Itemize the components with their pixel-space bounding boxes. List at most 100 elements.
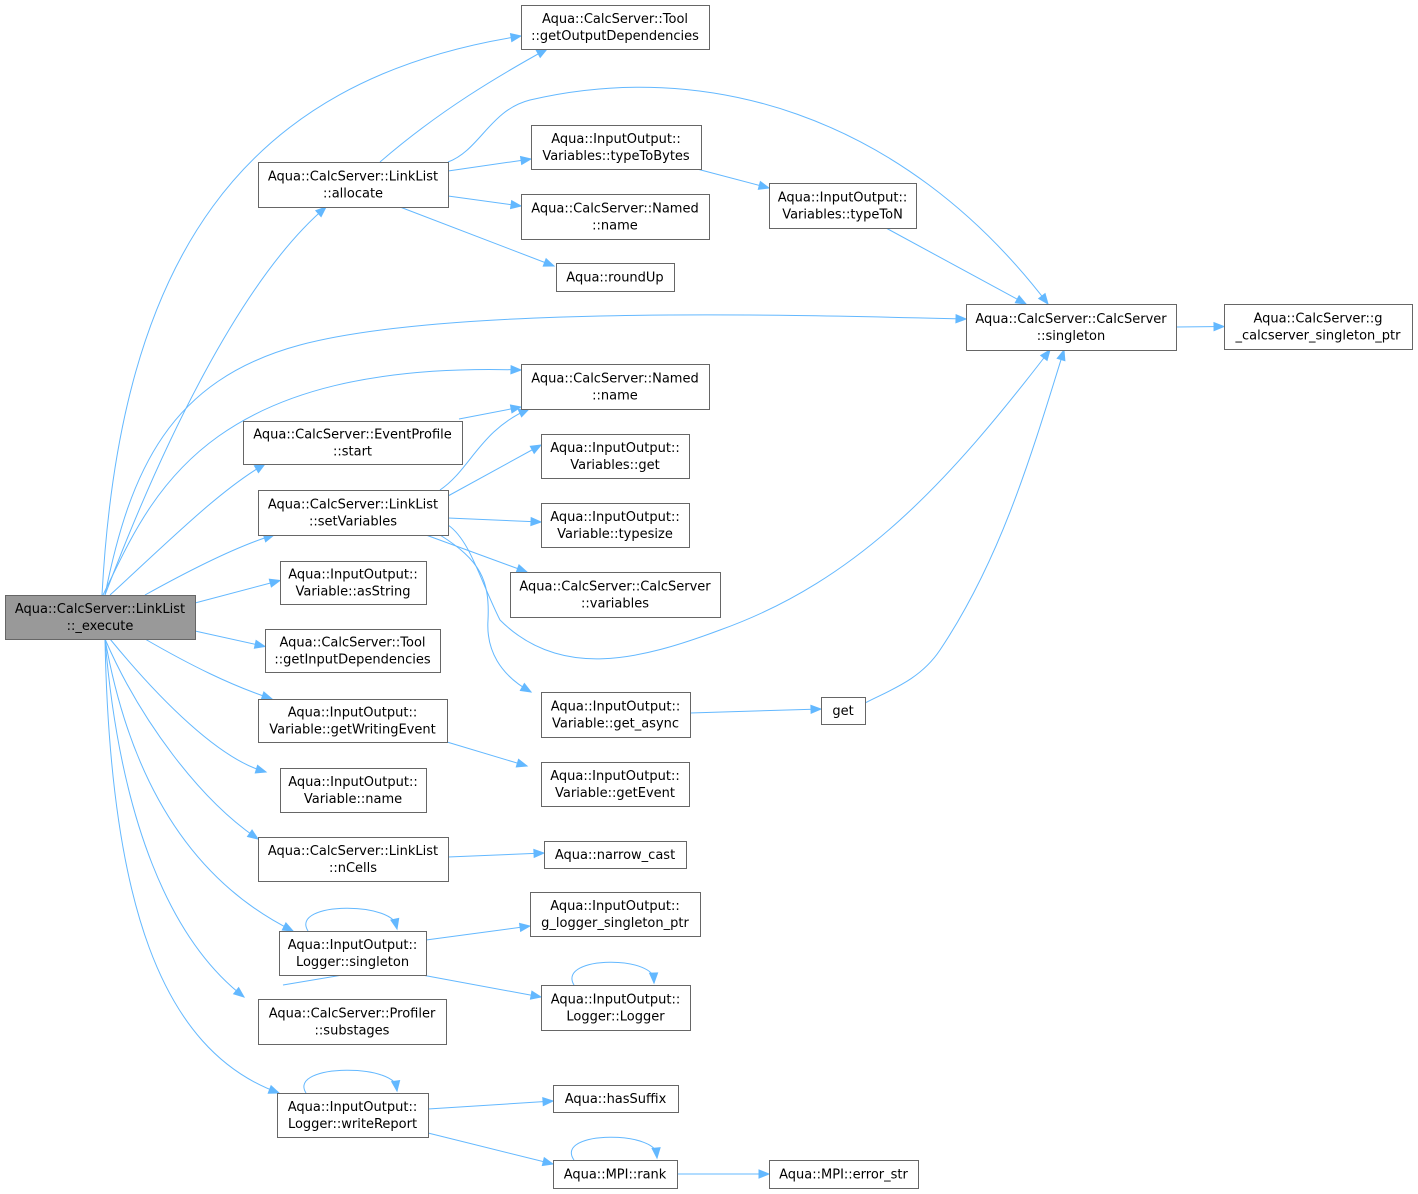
node-typeToBytes[interactable]: Aqua::InputOutput::Variables::typeToByte… <box>531 125 702 170</box>
arrowhead-csSingleton-to-gCalcserver <box>1213 321 1226 332</box>
edge-execute-to-getInputDeps <box>194 630 266 647</box>
edge-execute-to-eventStart <box>109 463 266 596</box>
edge-execute-to-varName <box>109 638 267 773</box>
edge-execute-to-setVariables <box>144 534 275 596</box>
arrowhead-execute-to-asString <box>268 578 282 588</box>
node-getEvent[interactable]: Aqua::InputOutput::Variable::getEvent <box>541 762 690 807</box>
node-roundUp[interactable]: Aqua::roundUp <box>556 263 675 292</box>
node-getAsync[interactable]: Aqua::InputOutput::Variable::get_async <box>541 692 691 738</box>
arrowhead-get-to-csSingleton <box>1056 348 1066 362</box>
node-varName[interactable]: Aqua::InputOutput::Variable::name <box>280 768 427 813</box>
node-csVariables[interactable]: Aqua::CalcServer::CalcServer::variables <box>510 572 721 618</box>
arrowhead-execute-to-eventStart <box>253 463 267 474</box>
edge-execute-to-allocate <box>104 206 327 596</box>
arrowhead-eventStart-to-namedName2 <box>509 404 523 414</box>
arrowhead-execute-to-varName <box>254 764 268 774</box>
node-box <box>258 699 448 743</box>
node-errorStr[interactable]: Aqua::MPI::error_str <box>769 1160 919 1189</box>
node-label-line: Aqua::CalcServer::CalcServer <box>975 312 1167 327</box>
edge-getAsync-to-get <box>689 708 822 714</box>
node-getOutputDeps[interactable]: Aqua::CalcServer::Tool::getOutputDepende… <box>521 5 710 50</box>
node-getWritingEvent[interactable]: Aqua::InputOutput::Variable::getWritingE… <box>258 699 448 743</box>
node-label-line: ::setVariables <box>309 515 397 530</box>
node-asString[interactable]: Aqua::InputOutput::Variable::asString <box>280 561 427 605</box>
node-label-line: Aqua::CalcServer::Tool <box>279 636 425 651</box>
edge-loggerSingleton-to-loggerCtor <box>421 974 542 998</box>
edge-execute-to-loggerSingleton <box>104 638 294 932</box>
node-label-line: Aqua::InputOutput:: <box>288 706 417 721</box>
node-execute[interactable]: Aqua::CalcServer::LinkList::_execute <box>5 595 196 640</box>
node-varsGet[interactable]: Aqua::InputOutput::Variables::get <box>541 434 690 479</box>
node-loggerSingleton[interactable]: Aqua::InputOutput::Logger::singleton <box>279 931 427 976</box>
arrowhead-getWritingEvent-to-getEvent <box>515 758 529 768</box>
arrowhead-allocate-to-roundUp <box>542 257 556 267</box>
edge-execute-to-csSingleton <box>104 314 967 596</box>
node-box <box>556 263 675 292</box>
arrowhead-execute-to-getInputDeps <box>253 639 267 649</box>
node-box <box>243 421 463 465</box>
node-loggerCtor[interactable]: Aqua::InputOutput::Logger::Logger <box>541 985 691 1031</box>
arrowhead-loggerSingleton-to-loggerCtor <box>529 990 543 1000</box>
edge-setVariables-to-varsGet <box>447 444 542 497</box>
node-label-line: ::name <box>592 219 638 234</box>
arrowhead-getAsync-to-get <box>810 704 823 715</box>
node-eventStart[interactable]: Aqua::CalcServer::EventProfile::start <box>243 421 463 465</box>
node-label-line: Variable::name <box>304 792 402 807</box>
edge-writeReport-to-mpiRank <box>427 1132 554 1165</box>
node-namedName2[interactable]: Aqua::CalcServer::Named::name <box>521 364 710 410</box>
node-label-line: Aqua::InputOutput:: <box>551 993 680 1008</box>
node-box <box>553 1160 678 1189</box>
node-substages[interactable]: Aqua::CalcServer::Profiler::substages <box>258 999 447 1045</box>
node-typeToN[interactable]: Aqua::InputOutput::Variables::typeToN <box>769 183 917 229</box>
node-box <box>821 697 866 725</box>
node-narrowCast[interactable]: Aqua::narrow_cast <box>544 841 687 869</box>
arrowhead-loggerCtor-to-loggerCtor <box>648 972 659 985</box>
node-label-line: Aqua::CalcServer::Tool <box>542 12 688 27</box>
edge-setVariables-to-namedName2 <box>439 408 530 491</box>
node-label-line: ::getInputDependencies <box>274 653 431 668</box>
node-box <box>769 1160 919 1189</box>
arrowhead-execute-to-writeReport <box>267 1084 281 1094</box>
arrowhead-execute-to-loggerSingleton <box>281 922 295 932</box>
arrowhead-loggerSingleton-to-gLogger <box>518 922 532 933</box>
edge-execute-to-nCells <box>104 638 259 840</box>
node-label-line: ::singleton <box>1037 329 1106 344</box>
node-label-line: Aqua::InputOutput:: <box>288 775 417 790</box>
node-label-line: Aqua::InputOutput:: <box>778 191 907 206</box>
node-csSingleton[interactable]: Aqua::CalcServer::CalcServer::singleton <box>966 304 1177 351</box>
node-label-line: Logger::singleton <box>296 955 409 970</box>
node-allocate[interactable]: Aqua::CalcServer::LinkList::allocate <box>258 162 449 208</box>
edge-loggerCtor-to-loggerCtor <box>571 961 655 986</box>
arrowhead-allocate-to-namedName1 <box>509 199 523 210</box>
node-label-line: Aqua::InputOutput:: <box>551 132 680 147</box>
node-typesize[interactable]: Aqua::InputOutput::Variable::typesize <box>541 503 690 548</box>
node-get[interactable]: get <box>821 697 866 725</box>
node-label-line: Aqua::MPI::rank <box>564 1168 667 1183</box>
edge-execute-to-asString <box>194 580 281 604</box>
arrowhead-mpiRank-to-errorStr <box>758 1169 771 1179</box>
node-label-line: Logger::Logger <box>566 1010 665 1025</box>
node-setVariables[interactable]: Aqua::CalcServer::LinkList::setVariables <box>258 490 449 536</box>
node-getInputDeps[interactable]: Aqua::CalcServer::Tool::getInputDependen… <box>265 629 441 673</box>
node-mpiRank[interactable]: Aqua::MPI::rank <box>553 1160 678 1189</box>
node-label-line: Aqua::CalcServer::Named <box>531 372 698 387</box>
edge-allocate-to-typeToBytes <box>447 158 532 172</box>
node-label-line: ::name <box>592 389 638 404</box>
node-nCells[interactable]: Aqua::CalcServer::LinkList::nCells <box>258 837 449 882</box>
node-label-line: Aqua::InputOutput:: <box>550 899 679 914</box>
node-label-line: Variables::typeToN <box>782 208 903 223</box>
edge-loggerSingleton-to-loggerSingleton <box>305 907 398 932</box>
node-label-line: ::allocate <box>323 187 383 202</box>
node-box <box>265 629 441 673</box>
node-gLogger[interactable]: Aqua::InputOutput::g_logger_singleton_pt… <box>530 892 701 937</box>
node-writeReport[interactable]: Aqua::InputOutput::Logger::writeReport <box>277 1093 429 1138</box>
node-label-line: Aqua::CalcServer::LinkList <box>268 170 438 185</box>
node-gCalcserver[interactable]: Aqua::CalcServer::g_calcserver_singleton… <box>1224 304 1413 350</box>
node-hasSuffix[interactable]: Aqua::hasSuffix <box>553 1085 679 1113</box>
arrowhead-setVariables-to-getAsync <box>519 682 533 693</box>
node-label-line: Variable::getEvent <box>555 786 675 801</box>
node-label-line: Aqua::CalcServer::LinkList <box>268 498 438 513</box>
node-namedName1[interactable]: Aqua::CalcServer::Named::name <box>521 194 710 240</box>
node-label-line: Variables::typeToBytes <box>542 149 690 164</box>
